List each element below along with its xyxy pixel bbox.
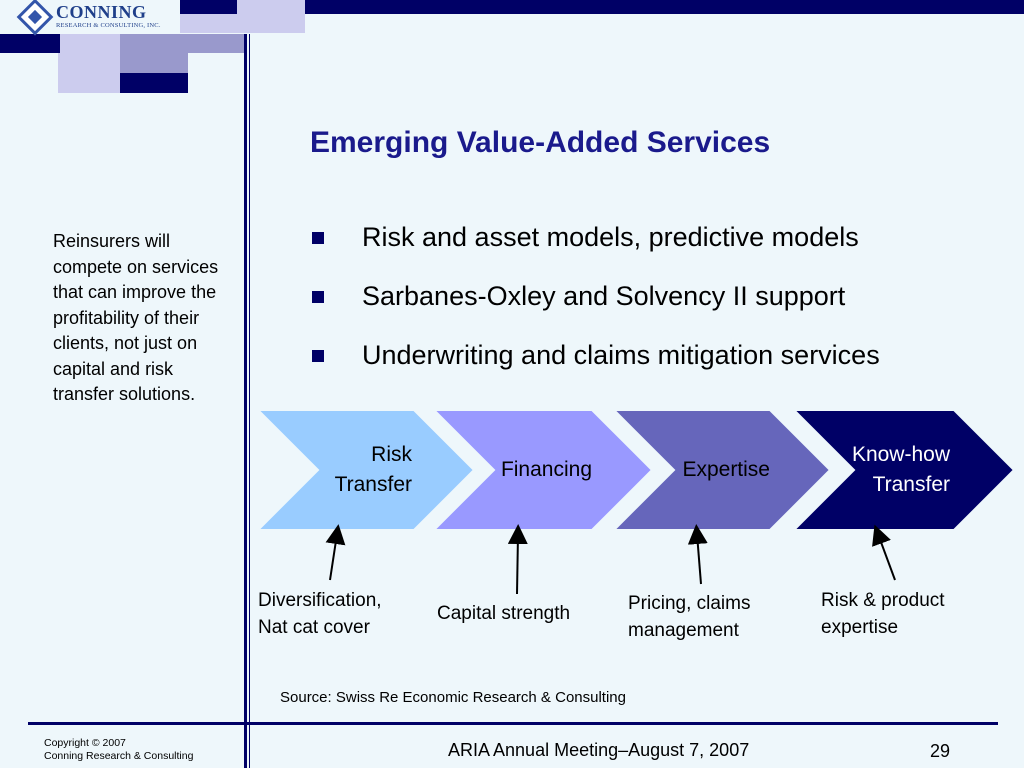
caption: Capital strength [437,600,570,627]
footer-rule [28,722,998,725]
chevron-label-line: Transfer [334,473,412,496]
chevron-expertise [611,409,832,531]
copyright: Copyright © 2007 Conning Research & Cons… [44,737,193,763]
header-tile [120,53,188,73]
conning-logo: CONNING RESEARCH & CONSULTING, INC. [14,0,174,36]
chevron-label-line: Risk [371,443,412,466]
footer-meeting: ARIA Annual Meeting–August 7, 2007 [448,740,750,760]
header-tile [120,34,188,53]
chevron-label: Financing [470,455,592,485]
sidebar-note: Reinsurers will compete on services that… [53,231,219,404]
arrow [507,524,528,595]
chevron-label-line: Expertise [682,458,770,481]
caption: Diversification, Nat cat cover [258,587,382,641]
header-tile [58,73,120,93]
caption: Pricing, claims management [628,590,750,644]
bullet-item: Risk and asset models, predictive models [312,218,1012,277]
slide-title: Emerging Value-Added Services [310,126,771,159]
page-number: 29 [930,741,951,761]
chevron-label-line: Financing [500,458,592,481]
vertical-rule [244,34,247,768]
chevron-risk-transfer [255,409,476,531]
arrow [687,524,708,585]
caption-line: Nat cat cover [258,617,370,638]
caption-line: expertise [821,617,899,638]
caption-line: Pricing, claims [628,593,751,614]
header-tile [60,34,120,53]
caption-line: Diversification, [258,590,382,611]
logo-subtitle: RESEARCH & CONSULTING, INC. [56,22,161,29]
chevron-label: Expertise [650,455,770,485]
bullet-item: Sarbanes-Oxley and Solvency II support [312,277,1012,336]
chevron-label-line: Transfer [872,473,950,496]
bullet-item: Underwriting and claims mitigation servi… [312,336,1012,395]
chevron-label: Know-how Transfer [820,440,950,500]
copyright-line: Conning Research & Consulting [44,750,194,762]
arrow [325,524,346,581]
arrow [872,524,896,581]
source-note: Source: Swiss Re Economic Research & Con… [280,689,626,706]
header-tile [120,73,188,93]
header-band [180,0,1024,14]
header-tile [58,53,120,73]
logo-name: CONNING [56,2,147,22]
chevron-label-line: Know-how [851,443,950,466]
header-tile [0,34,60,53]
bullet-list: Risk and asset models, predictive models… [312,218,1012,395]
caption: Risk & product expertise [821,587,945,641]
header-tile [237,0,305,33]
header-tile [180,14,237,33]
caption-line: Risk & product [821,590,945,611]
header-tile [188,34,245,53]
caption-line: management [628,620,739,641]
caption-line: Capital strength [437,603,571,624]
chevron-financing [431,409,654,531]
chevron-label: Risk Transfer [300,440,412,500]
chevron-know-how-transfer [791,409,1016,531]
copyright-line: Copyright © 2007 [44,737,126,749]
vertical-rule [249,34,250,768]
